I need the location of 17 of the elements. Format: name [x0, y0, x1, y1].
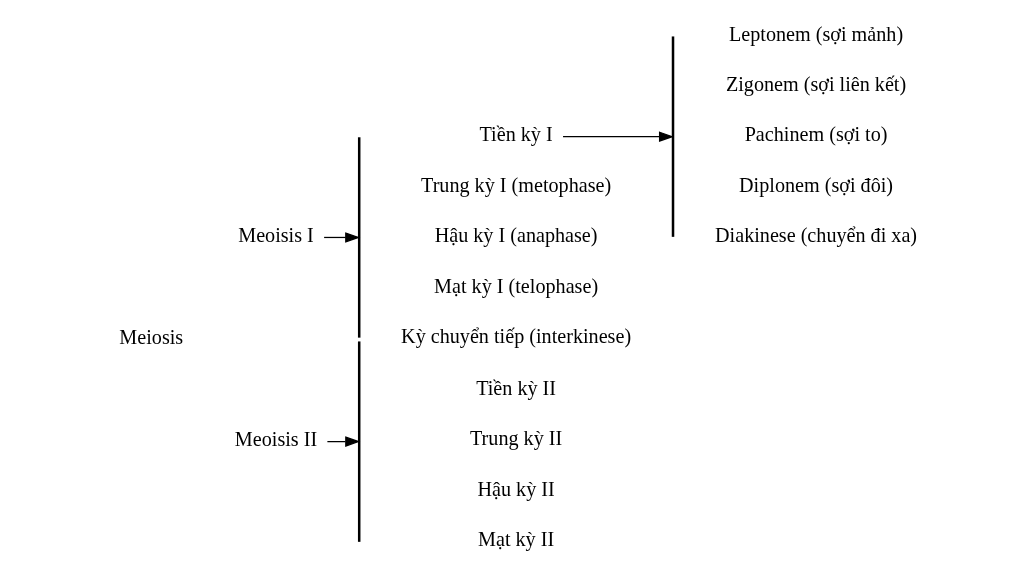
node-text: Meoisis II [234, 428, 318, 451]
node-text: Hậu kỳ I (anaphase) [434, 224, 598, 247]
node-text: Trung kỳ II [470, 427, 563, 450]
node-text: Diakinese (chuyển đi xa) [715, 224, 918, 247]
node-text: Tiền kỳ II [476, 376, 557, 399]
node-text: Diplonem (sợi đôi) [739, 173, 894, 196]
node-text: Mạt kỳ I (telophase) [434, 274, 599, 297]
node-text: Leptonem (sợi mảnh) [729, 22, 904, 45]
node-text: Tiền kỳ I [479, 123, 553, 146]
node-text: Kỳ chuyển tiếp (interkinese) [401, 325, 632, 348]
node-text: Trung kỳ I (metophase) [421, 173, 612, 196]
node-text: Zigonem (sợi liên kết) [725, 73, 907, 96]
node-text: Meoisis I [238, 224, 314, 247]
node-text: Meiosis [119, 326, 184, 349]
node-text: Hậu kỳ II [477, 477, 555, 500]
node-text: Mạt kỳ II [478, 527, 555, 550]
node-text: Pachinem (sợi to) [744, 123, 888, 146]
